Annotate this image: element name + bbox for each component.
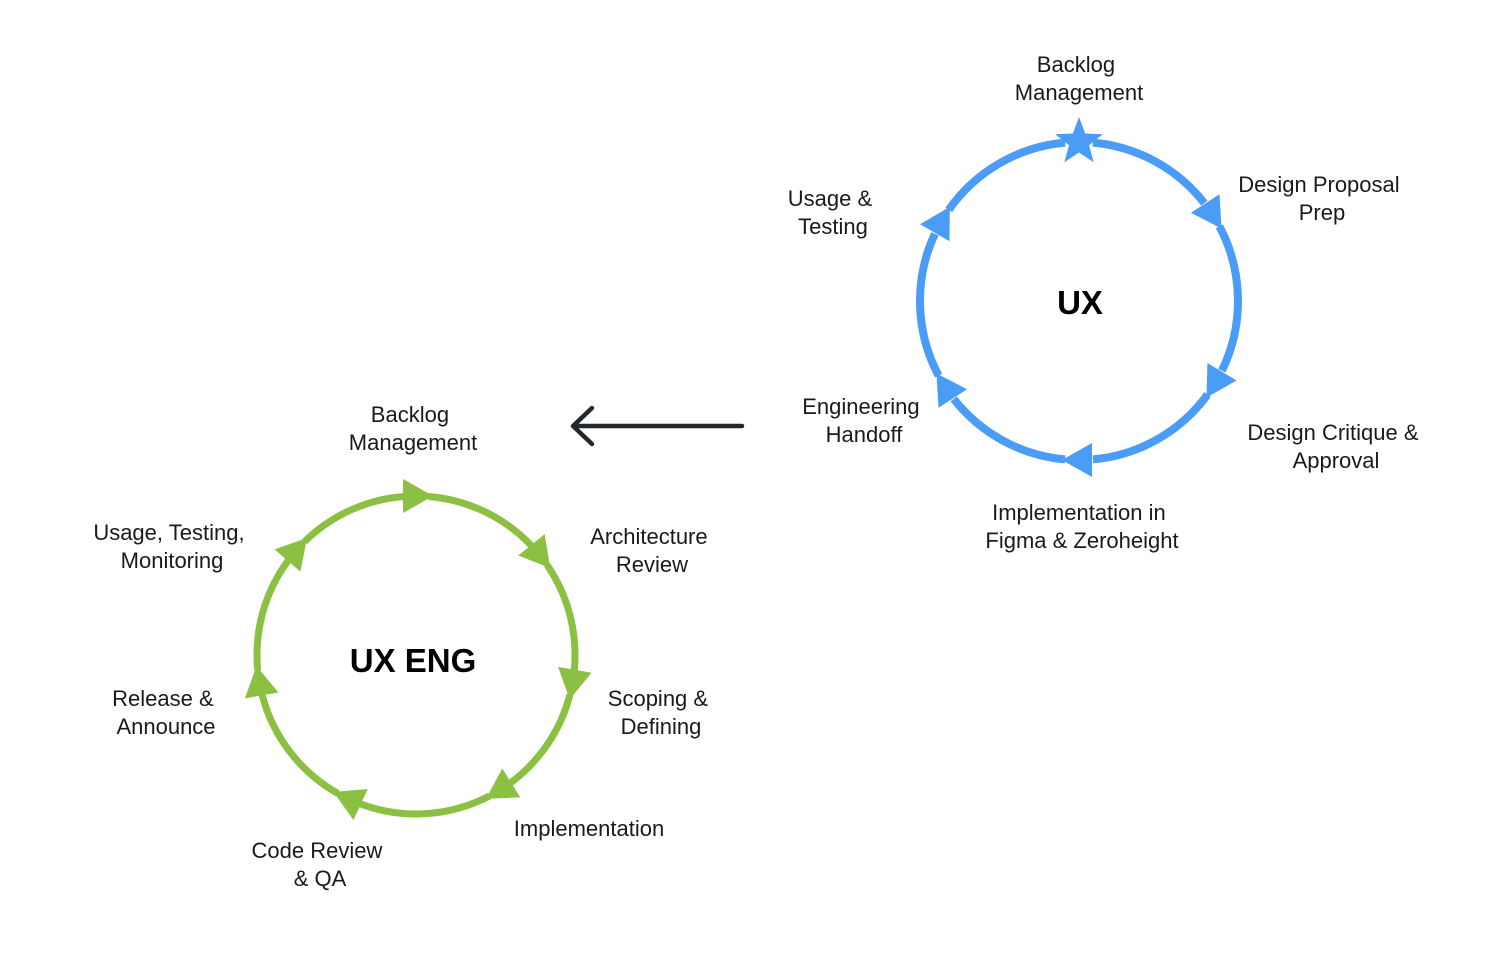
ux-step-label-design-critique: Design Critique & Approval xyxy=(1247,420,1424,473)
ux-eng-ring-segment xyxy=(258,693,340,797)
ux-eng-ring-segment xyxy=(359,792,492,818)
ux-cycle: UX Backlog Management Design Proposal Pr… xyxy=(788,52,1424,553)
ux-ring-segment xyxy=(916,232,943,378)
ux-eng-cycle-markers xyxy=(244,479,592,821)
ux-eng-direction-arrow-icon xyxy=(403,479,433,513)
ux-cycle-title: UX xyxy=(1057,284,1103,321)
star-icon xyxy=(1055,117,1103,163)
ux-ring-segment xyxy=(950,396,1066,464)
ux-cycle-markers xyxy=(920,117,1237,477)
ux-direction-arrow-icon xyxy=(920,206,950,242)
ux-direction-arrow-icon xyxy=(1206,363,1237,398)
ux-eng-direction-arrow-icon xyxy=(485,768,521,799)
eng-step-label-code-review: Code Review & QA xyxy=(252,838,389,891)
ux-eng-cycle: UX ENG Backlog Management Architecture R… xyxy=(93,402,714,891)
eng-step-label-usage-testing-monitoring: Usage, Testing, Monitoring xyxy=(93,520,250,573)
ux-eng-ring-segment xyxy=(508,693,574,786)
ux-step-label-usage-testing: Usage & Testing xyxy=(788,186,879,239)
ux-eng-ring-segment xyxy=(302,493,404,545)
ux-step-label-engineering-handoff: Engineering Handoff xyxy=(802,394,926,447)
eng-step-label-implementation: Implementation xyxy=(514,816,664,841)
ux-eng-cycle-title: UX ENG xyxy=(350,642,477,679)
ux-eng-direction-arrow-icon xyxy=(244,665,279,699)
ux-eng-cycle-ring xyxy=(253,493,579,818)
ux-step-label-design-proposal: Design Proposal Prep xyxy=(1238,172,1406,225)
ux-ring-segment xyxy=(1215,224,1242,373)
ux-ring-segment xyxy=(1092,392,1211,464)
ux-eng-direction-arrow-icon xyxy=(558,666,592,700)
ux-eng-ring-segment xyxy=(428,493,534,549)
ux-cycle-ring xyxy=(916,138,1242,464)
ux-eng-direction-arrow-icon xyxy=(274,537,308,572)
ux-eng-direction-arrow-icon xyxy=(333,789,368,821)
ux-direction-arrow-icon xyxy=(1190,194,1222,229)
arrow-left-icon xyxy=(570,405,745,447)
ux-ring-segment xyxy=(945,138,1066,213)
ux-ring-segment xyxy=(1092,138,1208,206)
ux-eng-direction-arrow-icon xyxy=(518,534,551,569)
ux-direction-arrow-icon xyxy=(1062,443,1092,477)
eng-step-label-backlog: Backlog Management xyxy=(349,402,477,455)
ux-direction-arrow-icon xyxy=(936,373,968,408)
flow-arrow-head xyxy=(570,405,595,447)
ux-eng-ring-segment xyxy=(544,562,579,671)
eng-step-label-architecture-review: Architecture Review xyxy=(590,524,714,577)
ux-eng-ring-segment xyxy=(253,558,292,671)
eng-step-label-scoping-defining: Scoping & Defining xyxy=(608,686,714,739)
ux-step-label-backlog: Backlog Management xyxy=(1015,52,1143,105)
eng-step-label-release-announce: Release & Announce xyxy=(112,686,220,739)
ux-step-label-implementation: Implementation in Figma & Zeroheight xyxy=(985,500,1178,553)
